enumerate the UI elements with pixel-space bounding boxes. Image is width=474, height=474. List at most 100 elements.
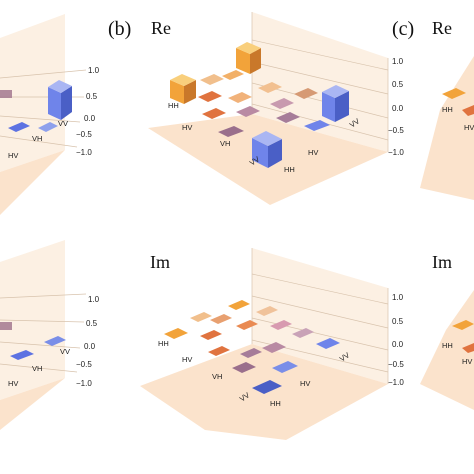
left-re-small-bar-2 <box>38 122 58 132</box>
c-im-floor <box>420 290 474 410</box>
b-re-bar-12 <box>304 120 330 131</box>
left-re-tick-4: −0.5 <box>76 130 92 139</box>
c-re-panel: (c) Re HH HV <box>392 18 474 200</box>
left-re-blue-tower <box>48 80 72 120</box>
b-re-tick-1: 1.0 <box>392 57 404 66</box>
left-re-tick-2: 0.5 <box>86 92 98 101</box>
b-re-tick-5: −1.0 <box>388 148 404 157</box>
left-im-panel: HV VH VV 1.0 0.5 0.0 −0.5 −1.0 <box>0 240 100 430</box>
b-im-row-hh: HH <box>158 339 169 348</box>
b-re-bar-10 <box>218 126 244 137</box>
b-re-tick-2: 0.5 <box>392 80 404 89</box>
b-im-col-hv: HV <box>300 379 310 388</box>
b-re-bar-8 <box>270 98 294 109</box>
left-re-row-vh: VH <box>32 134 42 143</box>
c-re-row-hv: HV <box>464 123 474 132</box>
b-re-bar-7 <box>236 106 260 117</box>
left-im-row-vv: VV <box>60 347 70 356</box>
left-im-tick-5: −1.0 <box>76 379 92 388</box>
b-re-bar-2 <box>222 70 244 80</box>
b-re-bar-6 <box>202 108 226 119</box>
b-im-tick-3: 0.0 <box>392 340 404 349</box>
b-im-bar-3 <box>210 314 232 324</box>
b-im-bar-12 <box>262 342 286 353</box>
b-im-wall <box>252 248 388 384</box>
b-re-bar-1 <box>200 74 224 85</box>
left-im-tick-4: −0.5 <box>76 360 92 369</box>
left-re-tick-5: −1.0 <box>76 148 92 157</box>
panel-label-c: (c) <box>392 18 414 40</box>
b-re-tall-bar-back <box>236 42 261 74</box>
b-re-col-hv: HV <box>308 148 318 157</box>
c-re-row-hh: HH <box>442 105 453 114</box>
b-im-bar-14 <box>232 362 256 373</box>
b-im-bar-5 <box>164 328 188 339</box>
left-re-panel: HV VH VV 1.0 0.5 0.0 −0.5 −1.0 <box>0 14 100 215</box>
b-re-row-hh: HH <box>168 101 179 110</box>
b-re-bar-3 <box>198 91 222 102</box>
b-re-bar-9 <box>294 88 318 99</box>
left-re-bar <box>0 90 12 98</box>
b-im-bar-4 <box>256 306 278 316</box>
left-re-wall <box>0 14 65 172</box>
b-im-row-vh: VH <box>212 372 222 381</box>
b-re-blue-tower-front <box>252 131 282 168</box>
b-re-bar-5 <box>258 82 282 93</box>
left-im-bar <box>0 322 12 330</box>
c-re-part-label: Re <box>432 18 452 38</box>
b-im-col-hh: HH <box>270 399 281 408</box>
b-im-row-hv: HV <box>182 355 192 364</box>
c-im-bar-1 <box>452 320 474 330</box>
b-re-tick-3: 0.0 <box>392 104 404 113</box>
b-im-bar-2 <box>190 312 212 322</box>
left-im-row-hv: HV <box>8 379 18 388</box>
b-re-col-hh: HH <box>284 165 295 174</box>
b-im-panel: Im HH HV VH VV HH HV VV <box>140 248 404 440</box>
b-im-bar-1 <box>228 300 250 310</box>
b-re-bar-11 <box>276 112 300 123</box>
b-im-tick-2: 0.5 <box>392 317 404 326</box>
left-im-floor <box>0 378 65 430</box>
b-im-tick-4: −0.5 <box>388 360 404 369</box>
b-re-row-vh: VH <box>220 139 230 148</box>
b-re-blue-tower-right <box>322 85 349 122</box>
left-im-tick-3: 0.0 <box>84 342 96 351</box>
b-im-bar-10 <box>208 346 230 356</box>
left-re-tick-1: 1.0 <box>88 66 100 75</box>
b-re-tick-4: −0.5 <box>388 126 404 135</box>
left-im-row-vh: VH <box>32 364 42 373</box>
b-re-bar-4 <box>228 92 252 103</box>
left-re-small-bar-1 <box>8 122 30 132</box>
left-im-tick-1: 1.0 <box>88 295 100 304</box>
b-im-bar-9 <box>292 328 314 338</box>
left-im-wall <box>0 240 65 400</box>
panel-label-b: (b) <box>108 18 131 40</box>
left-im-small-bar-2 <box>44 336 66 346</box>
left-re-tick-3: 0.0 <box>84 114 96 123</box>
b-im-tick-5: −1.0 <box>388 378 404 387</box>
b-re-part-label: Re <box>151 18 171 38</box>
c-im-bar-2 <box>462 343 474 353</box>
b-re-row-hv: HV <box>182 123 192 132</box>
left-re-row-hv: HV <box>8 151 18 160</box>
left-re-floor <box>0 150 65 215</box>
b-im-bar-11 <box>240 348 262 358</box>
left-im-gridlines <box>0 293 87 373</box>
c-im-row-hh: HH <box>442 341 453 350</box>
b-re-panel: (b) Re <box>108 12 404 205</box>
b-im-bar-15 <box>272 361 298 373</box>
b-im-tick-1: 1.0 <box>392 293 404 302</box>
b-im-bar-16 <box>252 380 282 394</box>
c-im-row-hv: HV <box>462 357 472 366</box>
b-im-bar-6 <box>200 330 222 340</box>
c-im-part-label: Im <box>432 252 452 272</box>
left-im-small-bar-1 <box>10 350 34 360</box>
left-im-tick-2: 0.5 <box>86 319 98 328</box>
c-im-panel: Im HH HV <box>420 252 474 410</box>
b-im-bar-8 <box>270 320 292 330</box>
b-im-part-label: Im <box>150 252 170 272</box>
c-re-bar-1 <box>442 88 466 99</box>
b-re-tall-bar-front <box>170 74 196 104</box>
left-re-row-vv: VV <box>58 119 68 128</box>
